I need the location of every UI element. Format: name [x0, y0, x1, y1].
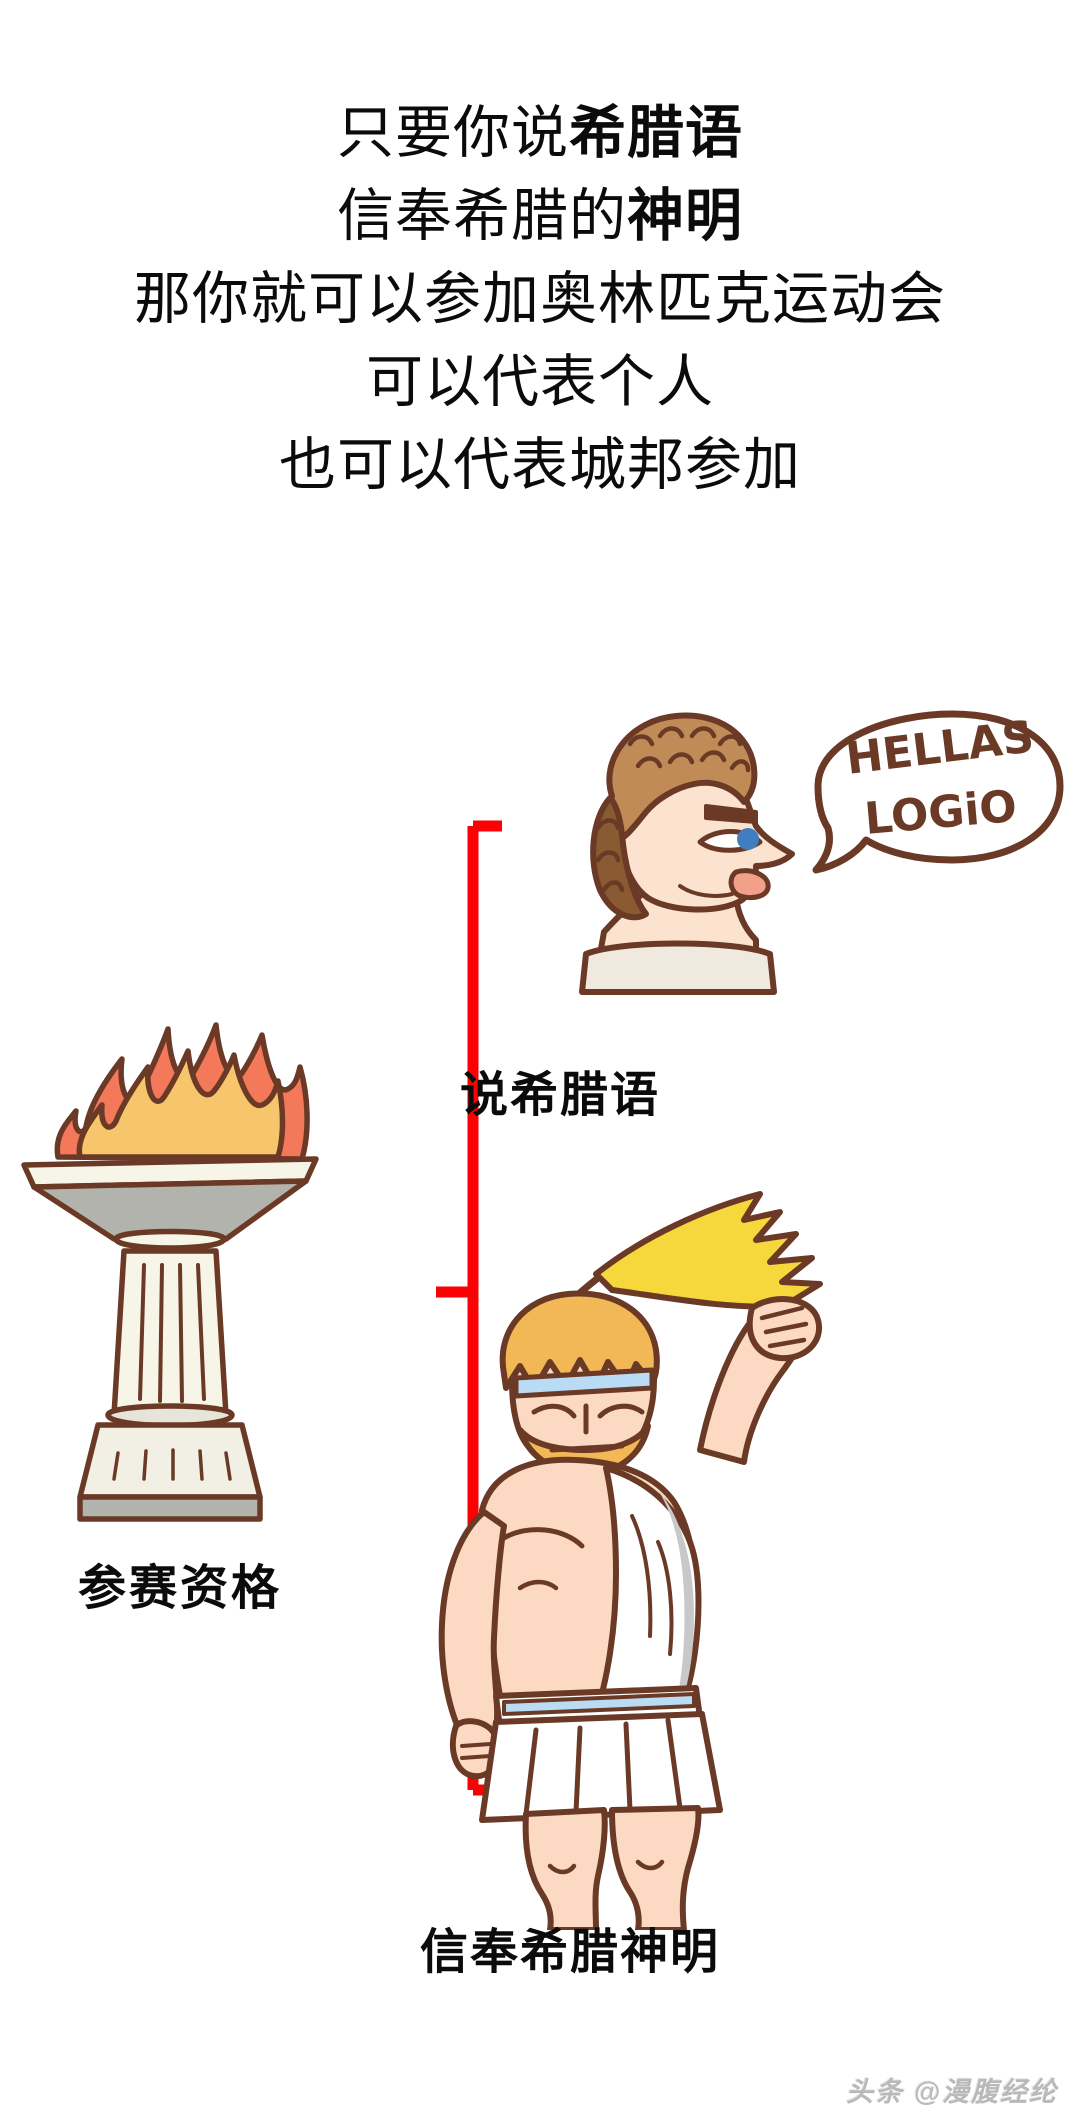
olympic-flame-brazier-illustration — [21, 1022, 319, 1522]
zeus-mouth — [549, 1443, 625, 1453]
watermark: 头条 @漫腹经纶 — [846, 2077, 1058, 2107]
zeus-pectoral — [501, 1527, 585, 1549]
zeus-abs — [517, 1579, 559, 1591]
caption-block: 只要你说希腊语 信奉希腊的神明 那你就可以参加奥林匹克运动会 可以代表个人 也可… — [0, 92, 1080, 507]
zeus-hair — [499, 1290, 660, 1393]
base-hatch — [112, 1448, 232, 1481]
speaker-hair-curls — [595, 726, 751, 893]
speaker-pupil — [737, 828, 759, 850]
zeus-fist-knuckles — [759, 1305, 809, 1349]
label-speak-greek: 说希腊语 — [460, 1067, 661, 1123]
zeus-toga-shade — [658, 1490, 694, 1728]
speaker-tunic — [579, 940, 777, 995]
caption-line-2-emphasis: 神明 — [627, 184, 743, 248]
column-shaft — [111, 1248, 229, 1418]
speech-bubble — [812, 710, 1064, 874]
speaker-mouth — [728, 868, 771, 900]
column-flutes — [138, 1263, 206, 1403]
zeus-illustration — [438, 1191, 823, 1930]
speaker-nose — [753, 823, 795, 857]
column-base-shade — [77, 1494, 263, 1522]
column-capital — [113, 1228, 227, 1251]
lightning-bolt — [593, 1191, 823, 1310]
caption-line-2: 信奉希腊的神明 — [0, 175, 1080, 258]
caption-line-5: 也可以代表城邦参加 — [279, 433, 801, 497]
caption-line-2-plain: 信奉希腊的 — [337, 184, 627, 248]
zeus-brows — [531, 1403, 645, 1419]
zeus-headband — [513, 1367, 655, 1399]
zeus-hand-fingers — [460, 1742, 492, 1760]
zeus-hanging-arm — [438, 1509, 507, 1749]
zeus-knee-lines — [547, 1859, 665, 1875]
column-base-block — [77, 1422, 263, 1500]
caption-line-1-plain: 只要你说 — [337, 101, 569, 165]
label-worship-greek-gods: 信奉希腊神明 — [420, 1924, 721, 1980]
caption-line-1-emphasis: 希腊语 — [569, 101, 743, 165]
zeus-toga-folds — [630, 1514, 674, 1656]
caption-line-4: 可以代表个人 — [366, 350, 714, 414]
label-eligibility: 参赛资格 — [78, 1560, 283, 1616]
speaker-eyebrow — [704, 804, 758, 824]
caption-line-3: 那你就可以参加奥林匹克运动会 — [134, 267, 946, 331]
flame-inner — [76, 1048, 286, 1160]
zeus-skirt-pleats — [523, 1717, 683, 1817]
speaker-jaw — [678, 884, 734, 898]
greek-speaker-illustration: HELLAS LOGiO — [579, 710, 1064, 995]
zeus-skirt — [479, 1711, 723, 1823]
caption-line-1: 只要你说希腊语 — [0, 92, 1080, 175]
zeus-belt-stripe — [502, 1692, 696, 1716]
